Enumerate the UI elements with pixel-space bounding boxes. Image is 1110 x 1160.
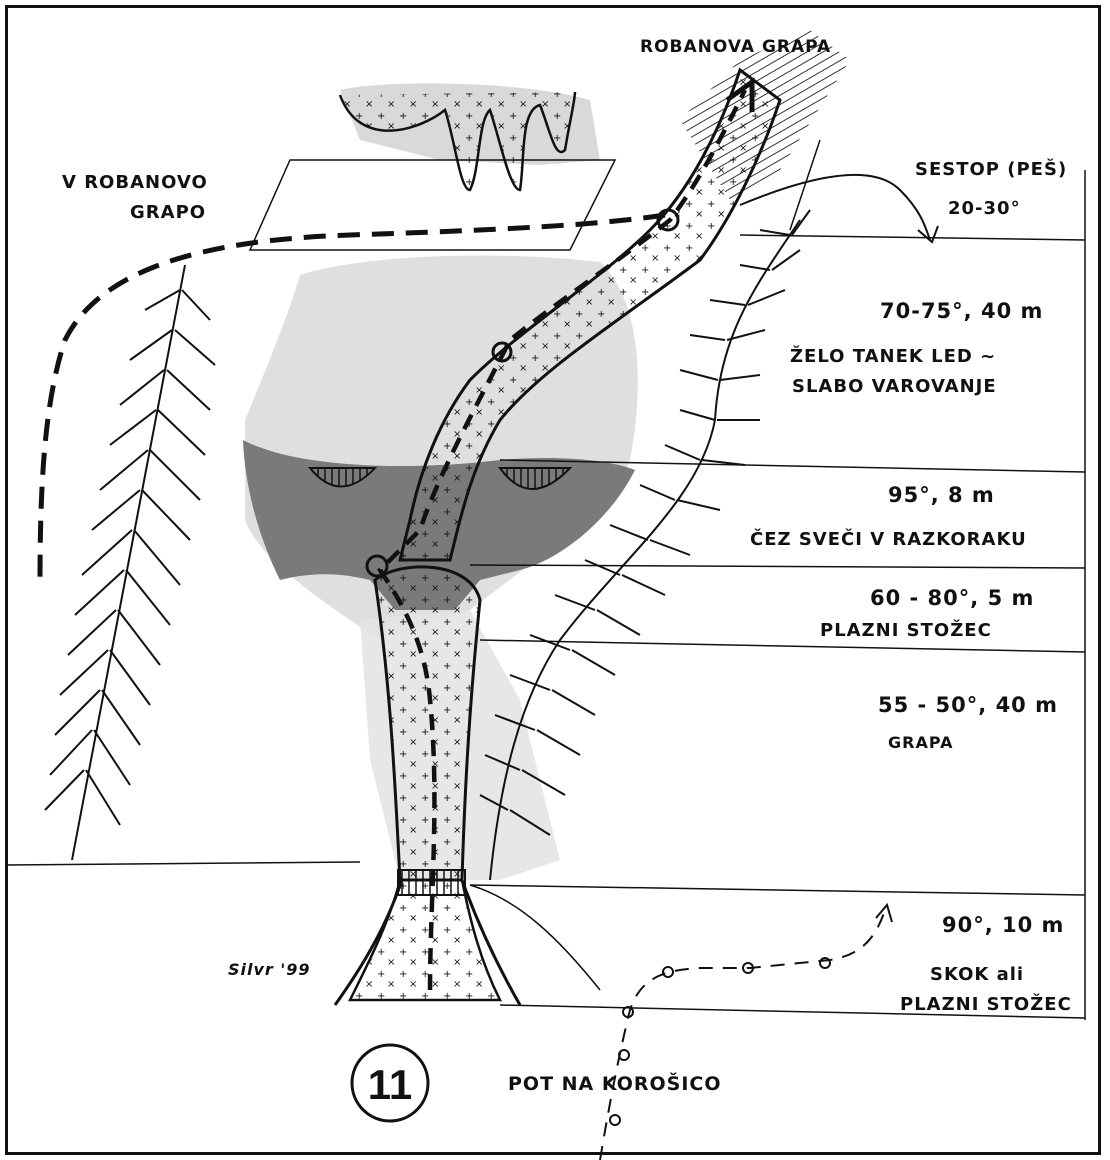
label-pitch3-angle: 60 - 80°, 5 m xyxy=(870,586,1034,610)
label-pitch1-note2: SLABO VAROVANJE xyxy=(792,376,997,397)
approach-path xyxy=(600,910,885,1160)
route-number: 11 xyxy=(368,1061,412,1108)
label-pitch5-angle: 90°, 10 m xyxy=(942,913,1064,937)
label-sestop-angle: 20-30° xyxy=(948,198,1021,219)
label-robanova-grapa: ROBANOVA GRAPA xyxy=(640,37,831,57)
approach-markers xyxy=(610,958,830,1125)
label-pitch2-note: ČEZ SVEČI V RAZKORAKU xyxy=(750,528,1027,550)
label-pitch2-angle: 95°, 8 m xyxy=(888,483,995,507)
label-pitch3-note: PLAZNI STOŽEC xyxy=(820,619,992,641)
left-ridge xyxy=(45,265,215,860)
label-pitch1-angle: 70-75°, 40 m xyxy=(880,299,1043,323)
label-pitch5-note1: SKOK ali xyxy=(930,964,1024,985)
label-pitch1-note1: ŽELO TANEK LED ~ xyxy=(790,345,996,367)
label-approach: POT NA KOROŠICO xyxy=(508,1071,722,1095)
signature: Silvr '99 xyxy=(228,960,311,979)
couloir-exit xyxy=(350,880,500,1000)
descent-arrow xyxy=(740,175,930,240)
approach-arrowhead xyxy=(876,905,892,922)
label-pitch4-note: GRAPA xyxy=(888,733,953,752)
label-sestop: SESTOP (PEŠ) xyxy=(915,158,1067,180)
label-v-robanovo-2: GRAPO xyxy=(130,202,206,223)
label-v-robanovo-1: V ROBANOVO xyxy=(62,172,208,193)
label-pitch5-note2: PLAZNI STOŽEC xyxy=(900,993,1072,1015)
label-pitch4-angle: 55 - 50°, 40 m xyxy=(878,693,1058,717)
